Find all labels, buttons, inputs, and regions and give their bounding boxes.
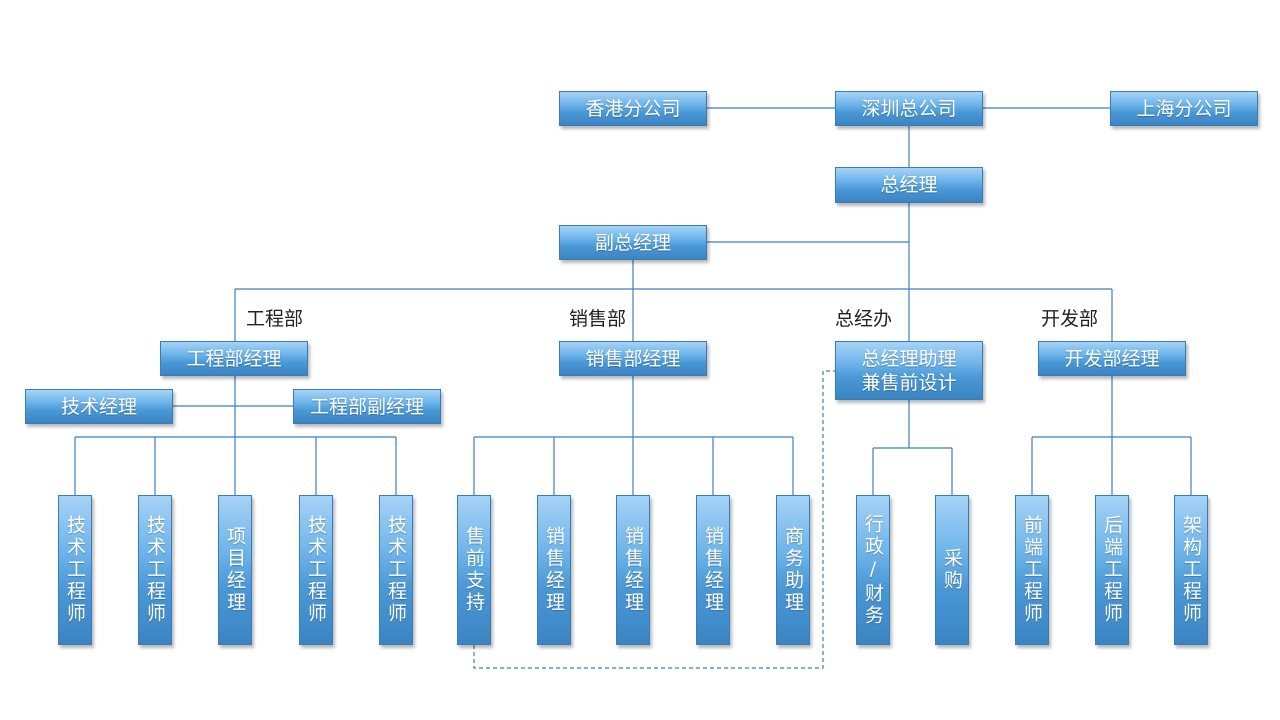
label-gm-office: 总经办 <box>835 308 893 330</box>
box-eng-staff-3: 项目经理 <box>218 495 252 645</box>
box-sales-staff-5: 商务助理 <box>776 495 810 645</box>
box-eng-staff-2: 技术工程师 <box>138 495 172 645</box>
box-technical-manager: 技术经理 <box>25 389 173 424</box>
box-engineering-manager: 工程部经理 <box>160 341 308 376</box>
box-engineering-deputy-manager: 工程部副经理 <box>293 389 441 424</box>
box-vice-general-manager: 副总经理 <box>559 225 707 260</box>
box-sales-manager: 销售部经理 <box>559 341 707 376</box>
label-sales-dept: 销售部 <box>569 308 627 330</box>
dashed-line-presales-assistant <box>473 370 835 669</box>
box-sales-staff-3: 销售经理 <box>616 495 650 645</box>
label-engineering-dept: 工程部 <box>246 308 304 330</box>
box-sales-staff-4: 销售经理 <box>696 495 730 645</box>
box-office-staff-1: 行政/财务 <box>856 495 890 645</box>
box-dev-manager: 开发部经理 <box>1038 341 1186 376</box>
box-sh-branch: 上海分公司 <box>1110 91 1258 126</box>
box-eng-staff-4: 技术工程师 <box>299 495 333 645</box>
box-office-staff-2: 采购 <box>935 495 969 645</box>
box-sales-staff-1: 售前支持 <box>457 495 491 645</box>
box-eng-staff-5: 技术工程师 <box>379 495 413 645</box>
box-gm-assistant: 总经理助理 兼售前设计 <box>835 341 983 400</box>
box-sz-headquarters: 深圳总公司 <box>835 91 983 126</box>
box-general-manager: 总经理 <box>835 167 983 203</box>
box-dev-staff-1: 前端工程师 <box>1015 495 1049 645</box>
label-dev-dept: 开发部 <box>1041 308 1099 330</box>
box-hk-branch: 香港分公司 <box>559 91 707 126</box>
box-eng-staff-1: 技术工程师 <box>58 495 92 645</box>
box-dev-staff-3: 架构工程师 <box>1174 495 1208 645</box>
box-sales-staff-2: 销售经理 <box>537 495 571 645</box>
box-dev-staff-2: 后端工程师 <box>1095 495 1129 645</box>
